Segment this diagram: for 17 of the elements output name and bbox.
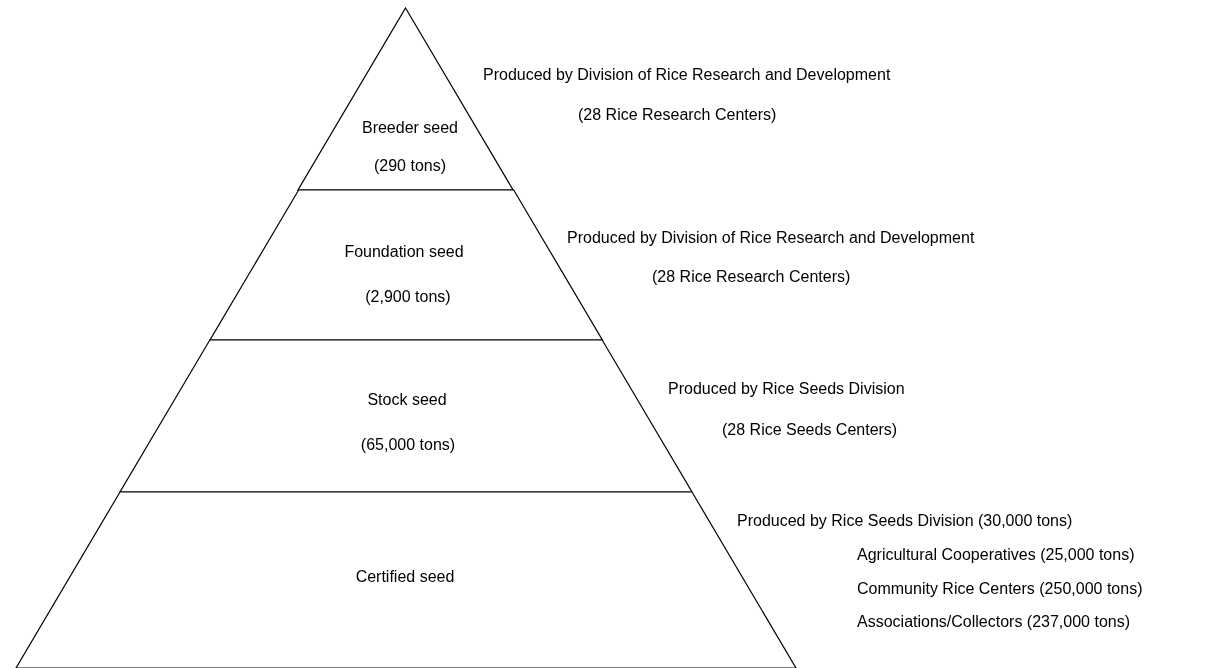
tier-label: (290 tons)	[373, 156, 446, 176]
tier-description: Produced by Rice Seeds Division (30,000 tons)	[737, 511, 1073, 531]
tier-label: Stock seed	[367, 390, 447, 410]
tier-label: Breeder seed	[361, 118, 458, 138]
tier-description: (28 Rice Research Centers)	[652, 267, 851, 287]
tier-label: Foundation seed	[344, 242, 464, 262]
tier-description: Agricultural Cooperatives (25,000 tons)	[857, 545, 1135, 565]
tier-description: Produced by Division of Rice Research and Development	[567, 228, 975, 248]
tier-label: Certified seed	[355, 567, 455, 587]
tier-description: Associations/Collectors (237,000 tons)	[857, 612, 1131, 632]
tier-description: Produced by Division of Rice Research and Development	[483, 65, 891, 85]
tier-description: Produced by Rice Seeds Division	[668, 379, 905, 399]
tier-description: (28 Rice Seeds Centers)	[722, 420, 898, 440]
tier-label: (2,900 tons)	[365, 287, 451, 307]
tier-description: (28 Rice Research Centers)	[578, 105, 777, 125]
tier-label: (65,000 tons)	[360, 435, 456, 455]
tier-description: Community Rice Centers (250,000 tons)	[857, 579, 1143, 599]
